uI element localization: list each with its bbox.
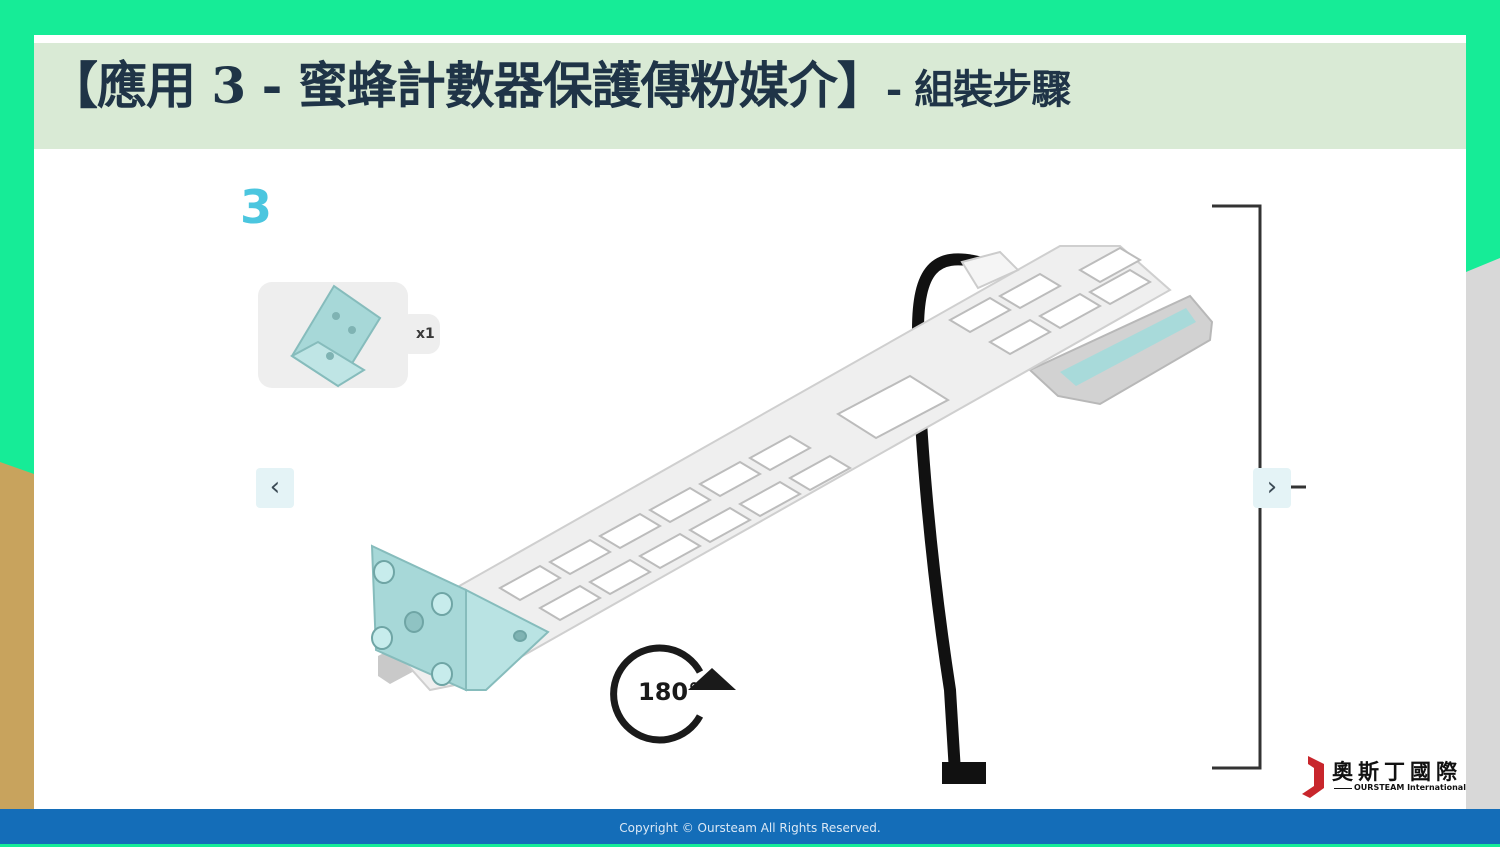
rotation-label: 180° [638,678,701,706]
slide: 【應用 3 - 蜜蜂計數器保護傳粉媒介】- 組裝步驟 [34,35,1466,810]
title-bar: 【應用 3 - 蜜蜂計數器保護傳粉媒介】- 組裝步驟 [34,43,1466,149]
beam-lattice [497,246,1153,622]
sensor-board [1060,308,1196,386]
logo-mark-icon [1302,756,1324,798]
title-main: 【應用 3 - 蜜蜂計數器保護傳粉媒介】 [48,56,887,115]
logo-chinese-text: 奧斯丁國際 [1332,760,1462,784]
title-sub: - 組裝步驟 [885,66,1072,113]
chevron-right-icon: › [1266,472,1278,502]
company-logo: 奧斯丁國際 OURSTEAM International [1296,752,1466,800]
cable-connector [942,762,986,784]
cable-plug [960,250,1020,290]
part-quantity: x1 [416,326,435,342]
part-thumbnail [258,282,440,388]
logo-english-text: OURSTEAM International [1354,783,1466,792]
bracket-screws [371,560,527,686]
chevron-left-icon: ‹ [269,472,281,502]
next-step-button[interactable]: › [1253,468,1291,508]
copyright-text: Copyright © Oursteam All Rights Reserved… [619,821,881,835]
footer: Copyright © Oursteam All Rights Reserved… [0,809,1500,844]
prev-step-button[interactable]: ‹ [256,468,294,508]
corner-bracket-side [465,588,550,691]
rotate-180-icon [610,644,704,744]
page-title: 【應用 3 - 蜜蜂計數器保護傳粉媒介】- 組裝步驟 [48,61,1072,113]
step-number: 3 [240,180,273,234]
